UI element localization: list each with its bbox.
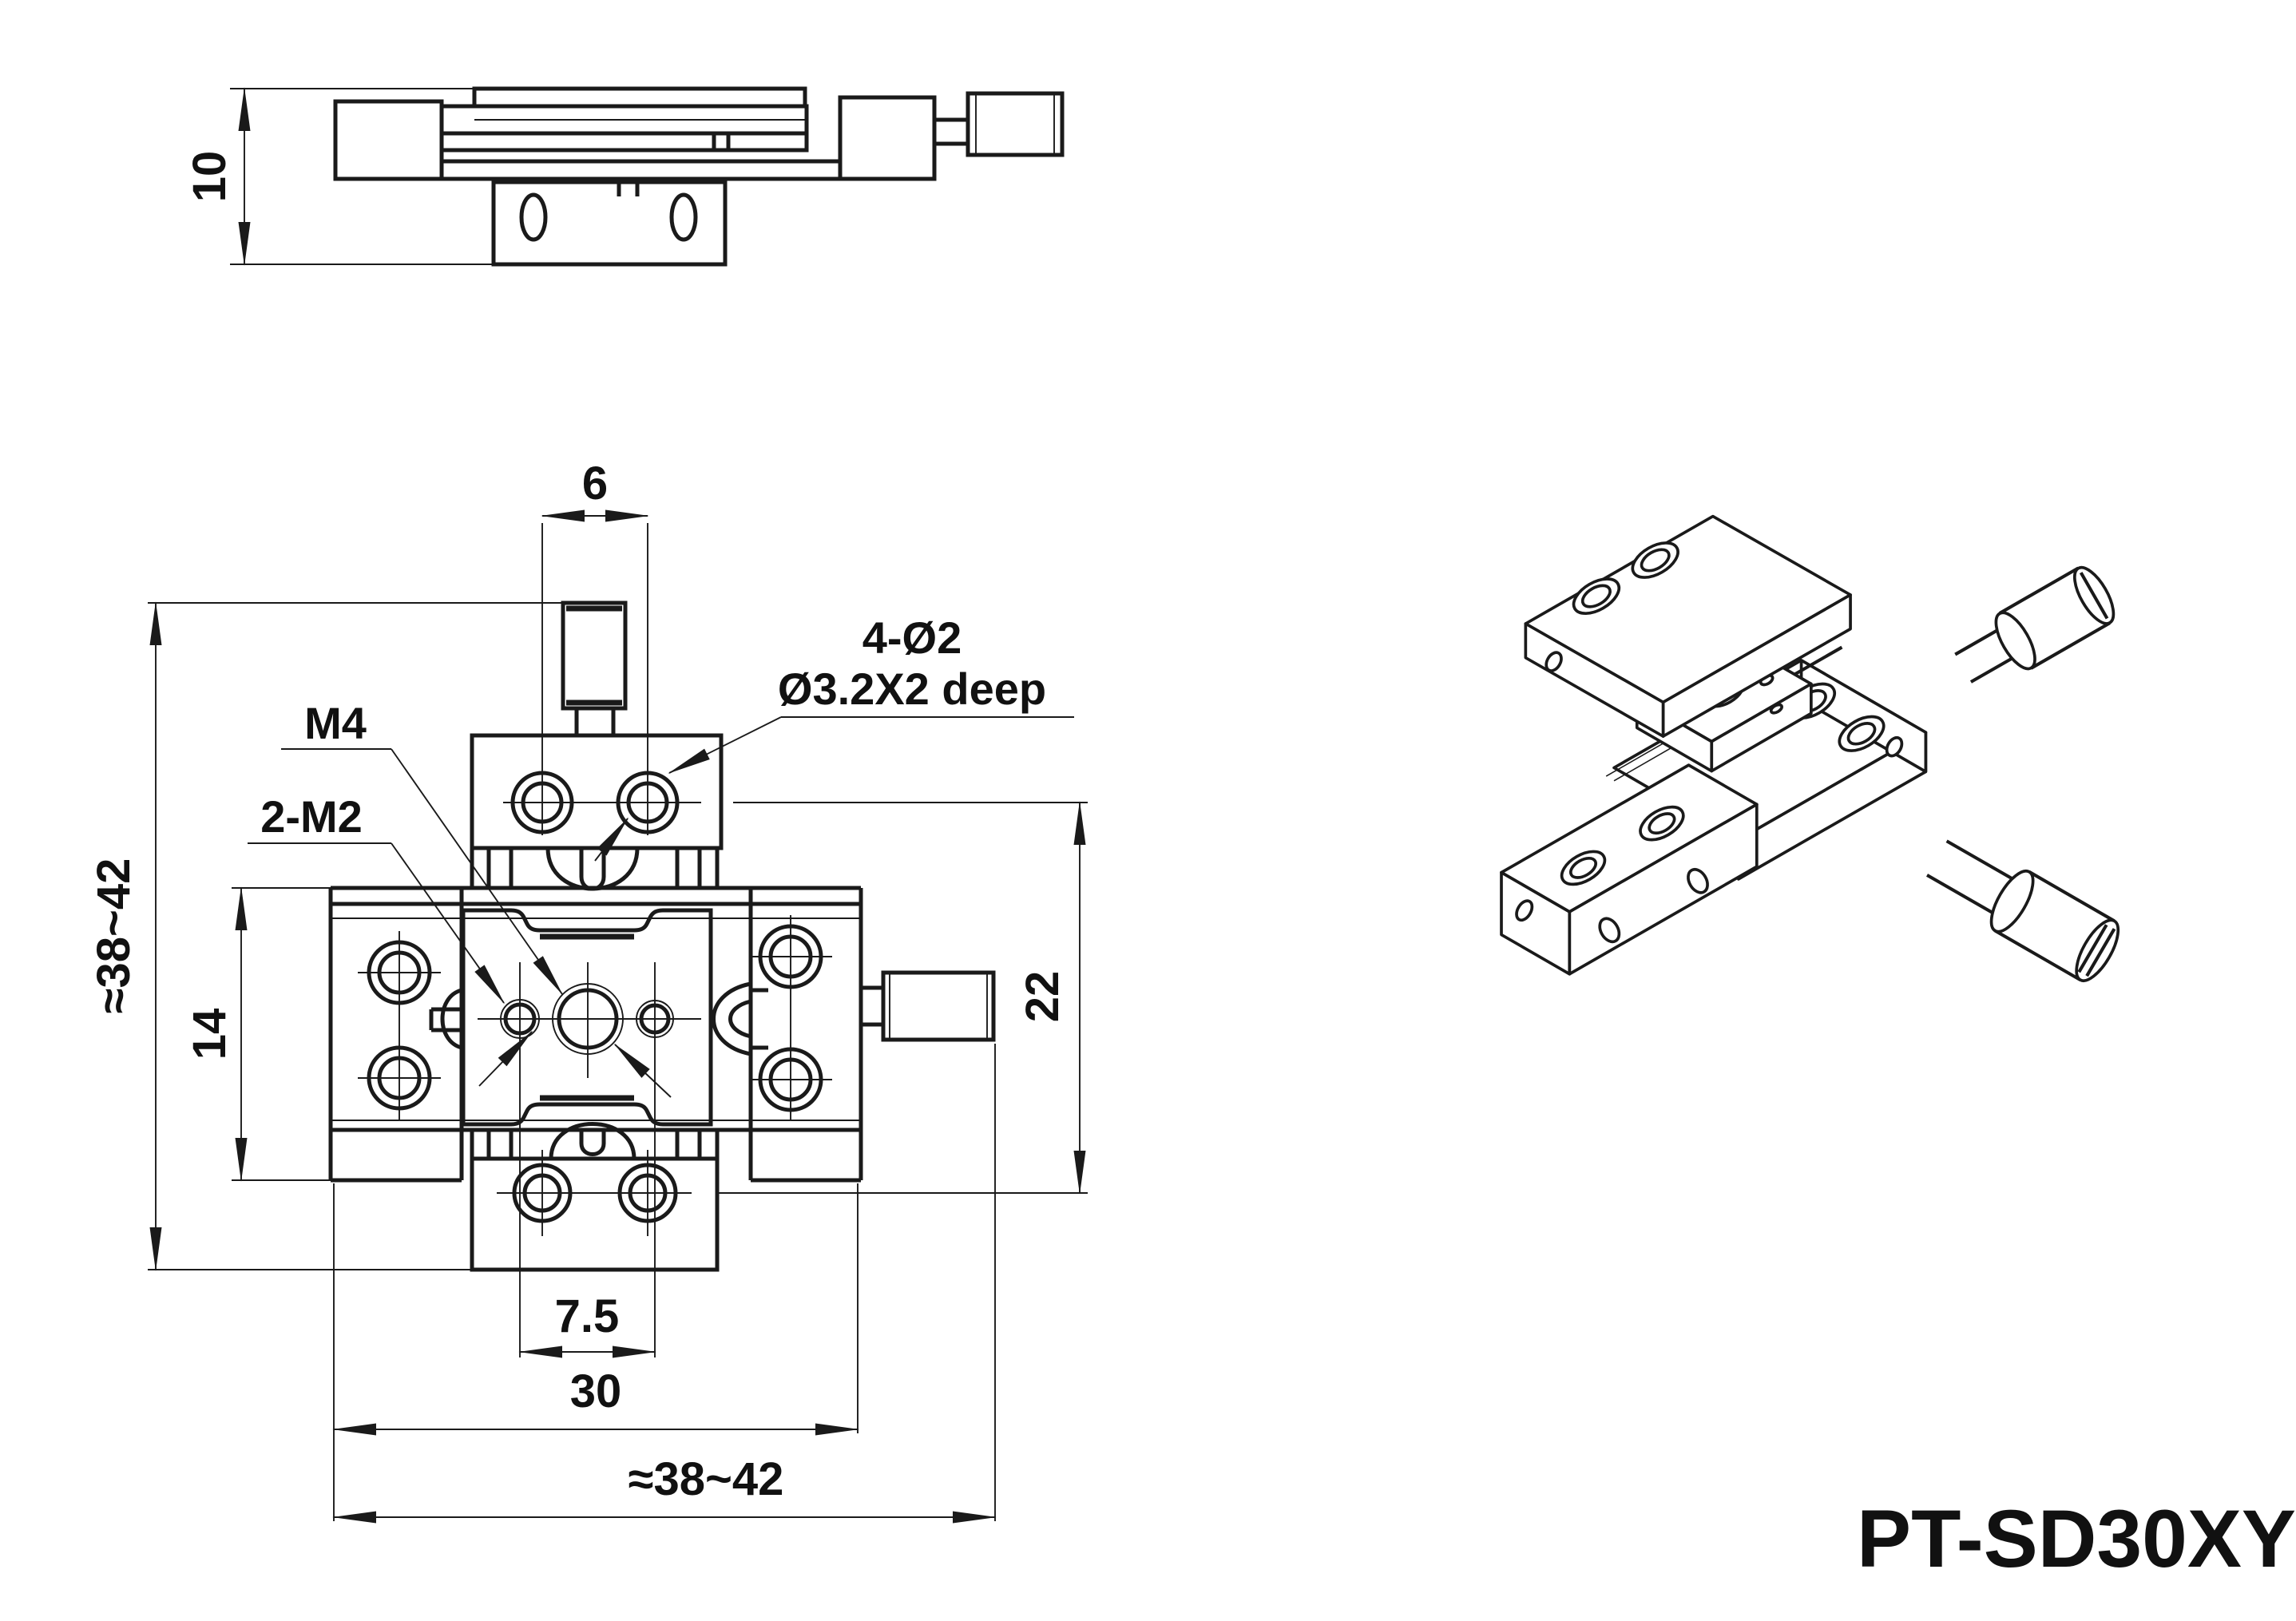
label-counterbore-line2: Ø3.2X2 deep bbox=[778, 664, 1046, 714]
dim-stage-height-text: 14 bbox=[184, 1009, 236, 1060]
side-view-body bbox=[333, 86, 937, 181]
iso-base-block bbox=[1500, 763, 1759, 976]
front-bearing-right bbox=[712, 981, 768, 1056]
front-bottom-flange bbox=[470, 1122, 720, 1159]
label-side-threads: 2-M2 bbox=[248, 791, 533, 1087]
part-number-label: PT-SD30XY bbox=[1857, 1493, 2296, 1584]
iso-top-slab bbox=[1524, 514, 1852, 738]
label-side-threads-text: 2-M2 bbox=[260, 791, 363, 842]
label-center-thread-text: M4 bbox=[304, 698, 367, 748]
front-bottom-block bbox=[470, 1150, 720, 1272]
label-center-thread: M4 bbox=[281, 698, 672, 1098]
front-top-knob bbox=[561, 600, 628, 735]
front-view: 6 bbox=[88, 458, 1088, 1524]
dim-thread-spacing: 7.5 bbox=[518, 1290, 656, 1358]
dim-side-height: 10 bbox=[184, 87, 559, 266]
side-view-knob bbox=[934, 91, 1065, 157]
dim-top-hole-spacing-text: 6 bbox=[582, 458, 608, 509]
isometric-view bbox=[1500, 514, 2120, 982]
iso-upper-knob bbox=[1954, 565, 2116, 684]
label-counterbore-note: 4-Ø2 Ø3.2X2 deep bbox=[594, 612, 1074, 862]
dim-stage-height: 14 bbox=[184, 886, 332, 1182]
dim-thread-spacing-text: 7.5 bbox=[555, 1290, 620, 1342]
front-centre-plate bbox=[461, 908, 713, 1127]
dim-overall-width-text: ≈38~42 bbox=[629, 1453, 784, 1505]
dim-body-width-text: 30 bbox=[570, 1365, 622, 1417]
front-flexure-left bbox=[429, 988, 463, 1050]
dim-side-height-text: 10 bbox=[184, 151, 236, 203]
dim-overall-height: ≈38~42 bbox=[88, 601, 563, 1271]
dim-overall-height-text: ≈38~42 bbox=[88, 858, 140, 1014]
dim-mount-hole-span-text: 22 bbox=[1017, 971, 1069, 1023]
centrelines bbox=[358, 915, 832, 1357]
label-counterbore-line1: 4-Ø2 bbox=[862, 612, 962, 663]
front-top-block bbox=[470, 733, 724, 891]
dim-body-width: 30 bbox=[332, 1183, 859, 1521]
dim-mount-hole-span: 22 bbox=[719, 801, 1088, 1195]
side-view-bottom-block bbox=[491, 180, 728, 267]
side-view: 10 bbox=[184, 86, 1065, 267]
dim-overall-width: ≈38~42 bbox=[332, 1044, 997, 1524]
iso-lower-knob bbox=[1925, 839, 2120, 982]
front-right-knob bbox=[861, 970, 996, 1042]
